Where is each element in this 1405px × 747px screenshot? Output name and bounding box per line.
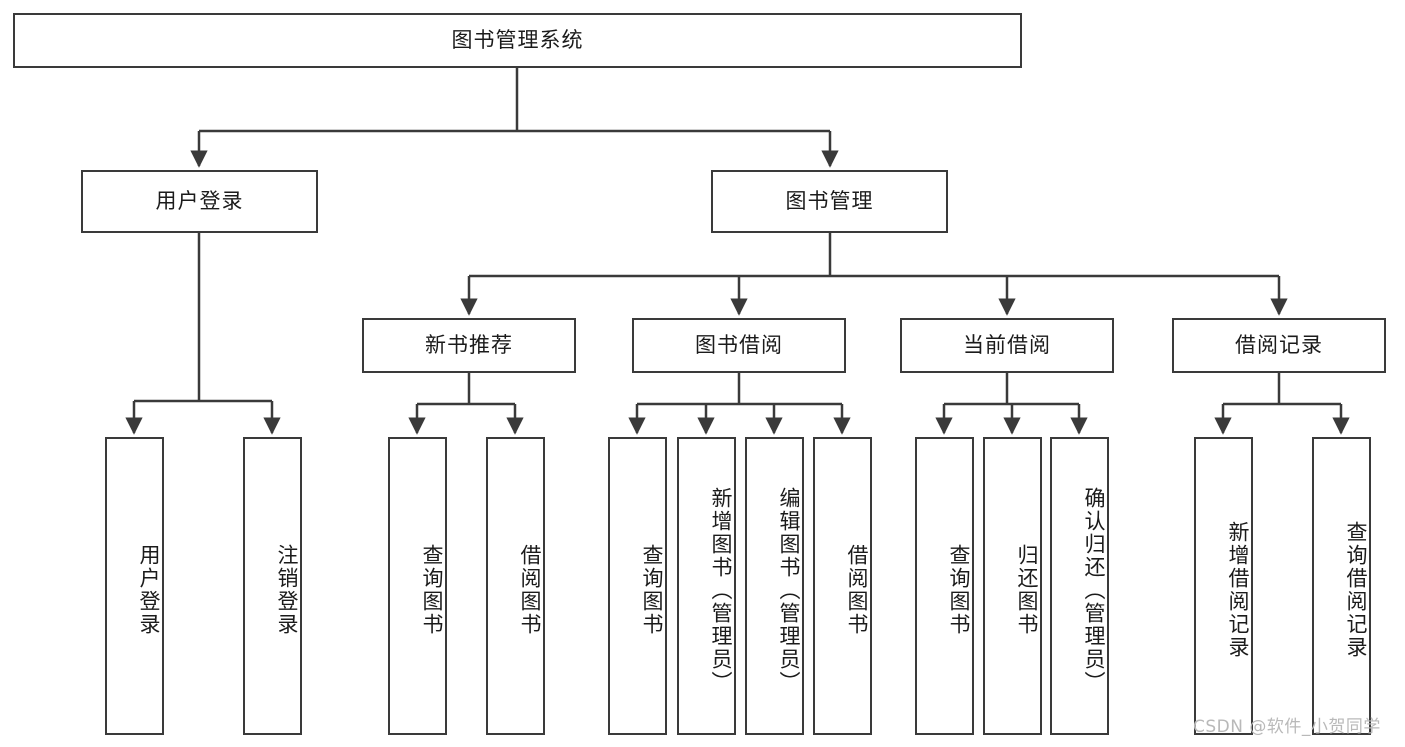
node-borrow-records[interactable]: 借阅记录	[1172, 318, 1386, 373]
leaf-add-book-admin[interactable]: 新增图书（管理员）	[677, 437, 736, 735]
node-user-login-label: 用户登录	[155, 188, 244, 213]
leaf-query-borrow-record[interactable]: 查询借阅记录	[1312, 437, 1371, 735]
leaf-add-book-admin-label: 新增图书（管理员）	[709, 486, 733, 694]
leaf-confirm-return-admin[interactable]: 确认归还（管理员）	[1050, 437, 1109, 735]
leaf-user-login[interactable]: 用户登录	[105, 437, 164, 735]
leaf-borrow-book-newbook-label: 借阅图书	[518, 544, 542, 636]
leaf-return-book-label: 归还图书	[1015, 544, 1039, 636]
leaf-add-borrow-record-label: 新增借阅记录	[1226, 521, 1250, 659]
leaf-query-book-newbook[interactable]: 查询图书	[388, 437, 447, 735]
leaf-logout-label: 注销登录	[275, 544, 299, 636]
leaf-borrow-book-label: 借阅图书	[845, 544, 869, 636]
leaf-confirm-return-admin-label: 确认归还（管理员）	[1082, 486, 1106, 694]
node-user-login[interactable]: 用户登录	[81, 170, 318, 233]
node-root[interactable]: 图书管理系统	[13, 13, 1022, 68]
node-book-borrow-label: 图书借阅	[695, 332, 783, 357]
node-root-label: 图书管理系统	[451, 27, 584, 52]
node-new-book-recommend-label: 新书推荐	[425, 332, 513, 357]
leaf-query-book-borrow[interactable]: 查询图书	[608, 437, 667, 735]
leaf-return-book[interactable]: 归还图书	[983, 437, 1042, 735]
node-book-management-label: 图书管理	[785, 188, 874, 213]
leaf-query-book-current[interactable]: 查询图书	[915, 437, 974, 735]
node-new-book-recommend[interactable]: 新书推荐	[362, 318, 576, 373]
leaf-query-book-borrow-label: 查询图书	[640, 544, 664, 636]
node-book-borrow[interactable]: 图书借阅	[632, 318, 846, 373]
node-book-management[interactable]: 图书管理	[711, 170, 948, 233]
leaf-query-book-current-label: 查询图书	[947, 544, 971, 636]
leaf-edit-book-admin-label: 编辑图书（管理员）	[777, 486, 801, 694]
node-current-borrow[interactable]: 当前借阅	[900, 318, 1114, 373]
leaf-query-book-newbook-label: 查询图书	[420, 544, 444, 636]
node-current-borrow-label: 当前借阅	[963, 332, 1051, 357]
csdn-watermark: CSDN @软件_小贺同学	[1193, 717, 1381, 737]
leaf-add-borrow-record[interactable]: 新增借阅记录	[1194, 437, 1253, 735]
leaf-query-borrow-record-label: 查询借阅记录	[1344, 521, 1368, 659]
leaf-logout[interactable]: 注销登录	[243, 437, 302, 735]
node-borrow-records-label: 借阅记录	[1235, 332, 1323, 357]
leaf-user-login-label: 用户登录	[137, 544, 161, 636]
leaf-borrow-book-newbook[interactable]: 借阅图书	[486, 437, 545, 735]
leaf-edit-book-admin[interactable]: 编辑图书（管理员）	[745, 437, 804, 735]
leaf-borrow-book[interactable]: 借阅图书	[813, 437, 872, 735]
